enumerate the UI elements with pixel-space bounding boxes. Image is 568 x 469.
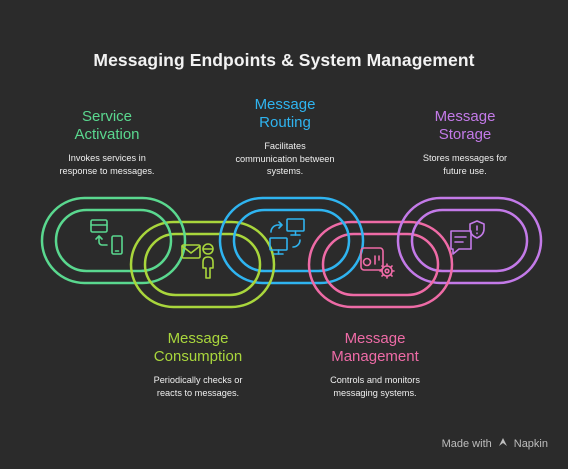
dashboard-gear-icon <box>360 247 395 279</box>
message-management-title: Message Management <box>331 330 419 365</box>
message-management-desc: Controls and monitors messaging systems. <box>330 375 420 398</box>
mail-person-icon <box>181 243 214 279</box>
napkin-brand-name: Napkin <box>513 437 548 450</box>
link-message-routing <box>218 196 365 242</box>
message-consumption-title: Message Consumption <box>153 330 243 365</box>
service-activation-title: Service Activation <box>74 108 140 143</box>
link-message-consumption <box>129 220 276 309</box>
chat-alert-icon <box>450 220 485 255</box>
link-message-management <box>307 220 454 309</box>
message-routing-title: Message Routing <box>254 96 316 131</box>
card-phone-icon <box>90 219 123 255</box>
monitors-exchange-icon <box>269 218 305 255</box>
napkin-branding[interactable]: Made with Napkin <box>442 436 548 451</box>
service-activation-desc: Invokes services in response to messages… <box>59 153 155 176</box>
message-routing-desc: Facilitates communication between system… <box>235 141 335 176</box>
message-storage-title: Message Storage <box>434 108 496 143</box>
link-service-activation <box>40 196 187 242</box>
message-storage-desc: Stores messages for future use. <box>422 153 508 176</box>
diagram-title: Messaging Endpoints & System Management <box>93 50 475 70</box>
message-consumption-desc: Periodically checks or reacts to message… <box>153 375 243 398</box>
made-with-label: Made with <box>441 437 492 450</box>
napkin-logo-icon <box>497 436 509 451</box>
link-message-storage <box>396 196 543 242</box>
